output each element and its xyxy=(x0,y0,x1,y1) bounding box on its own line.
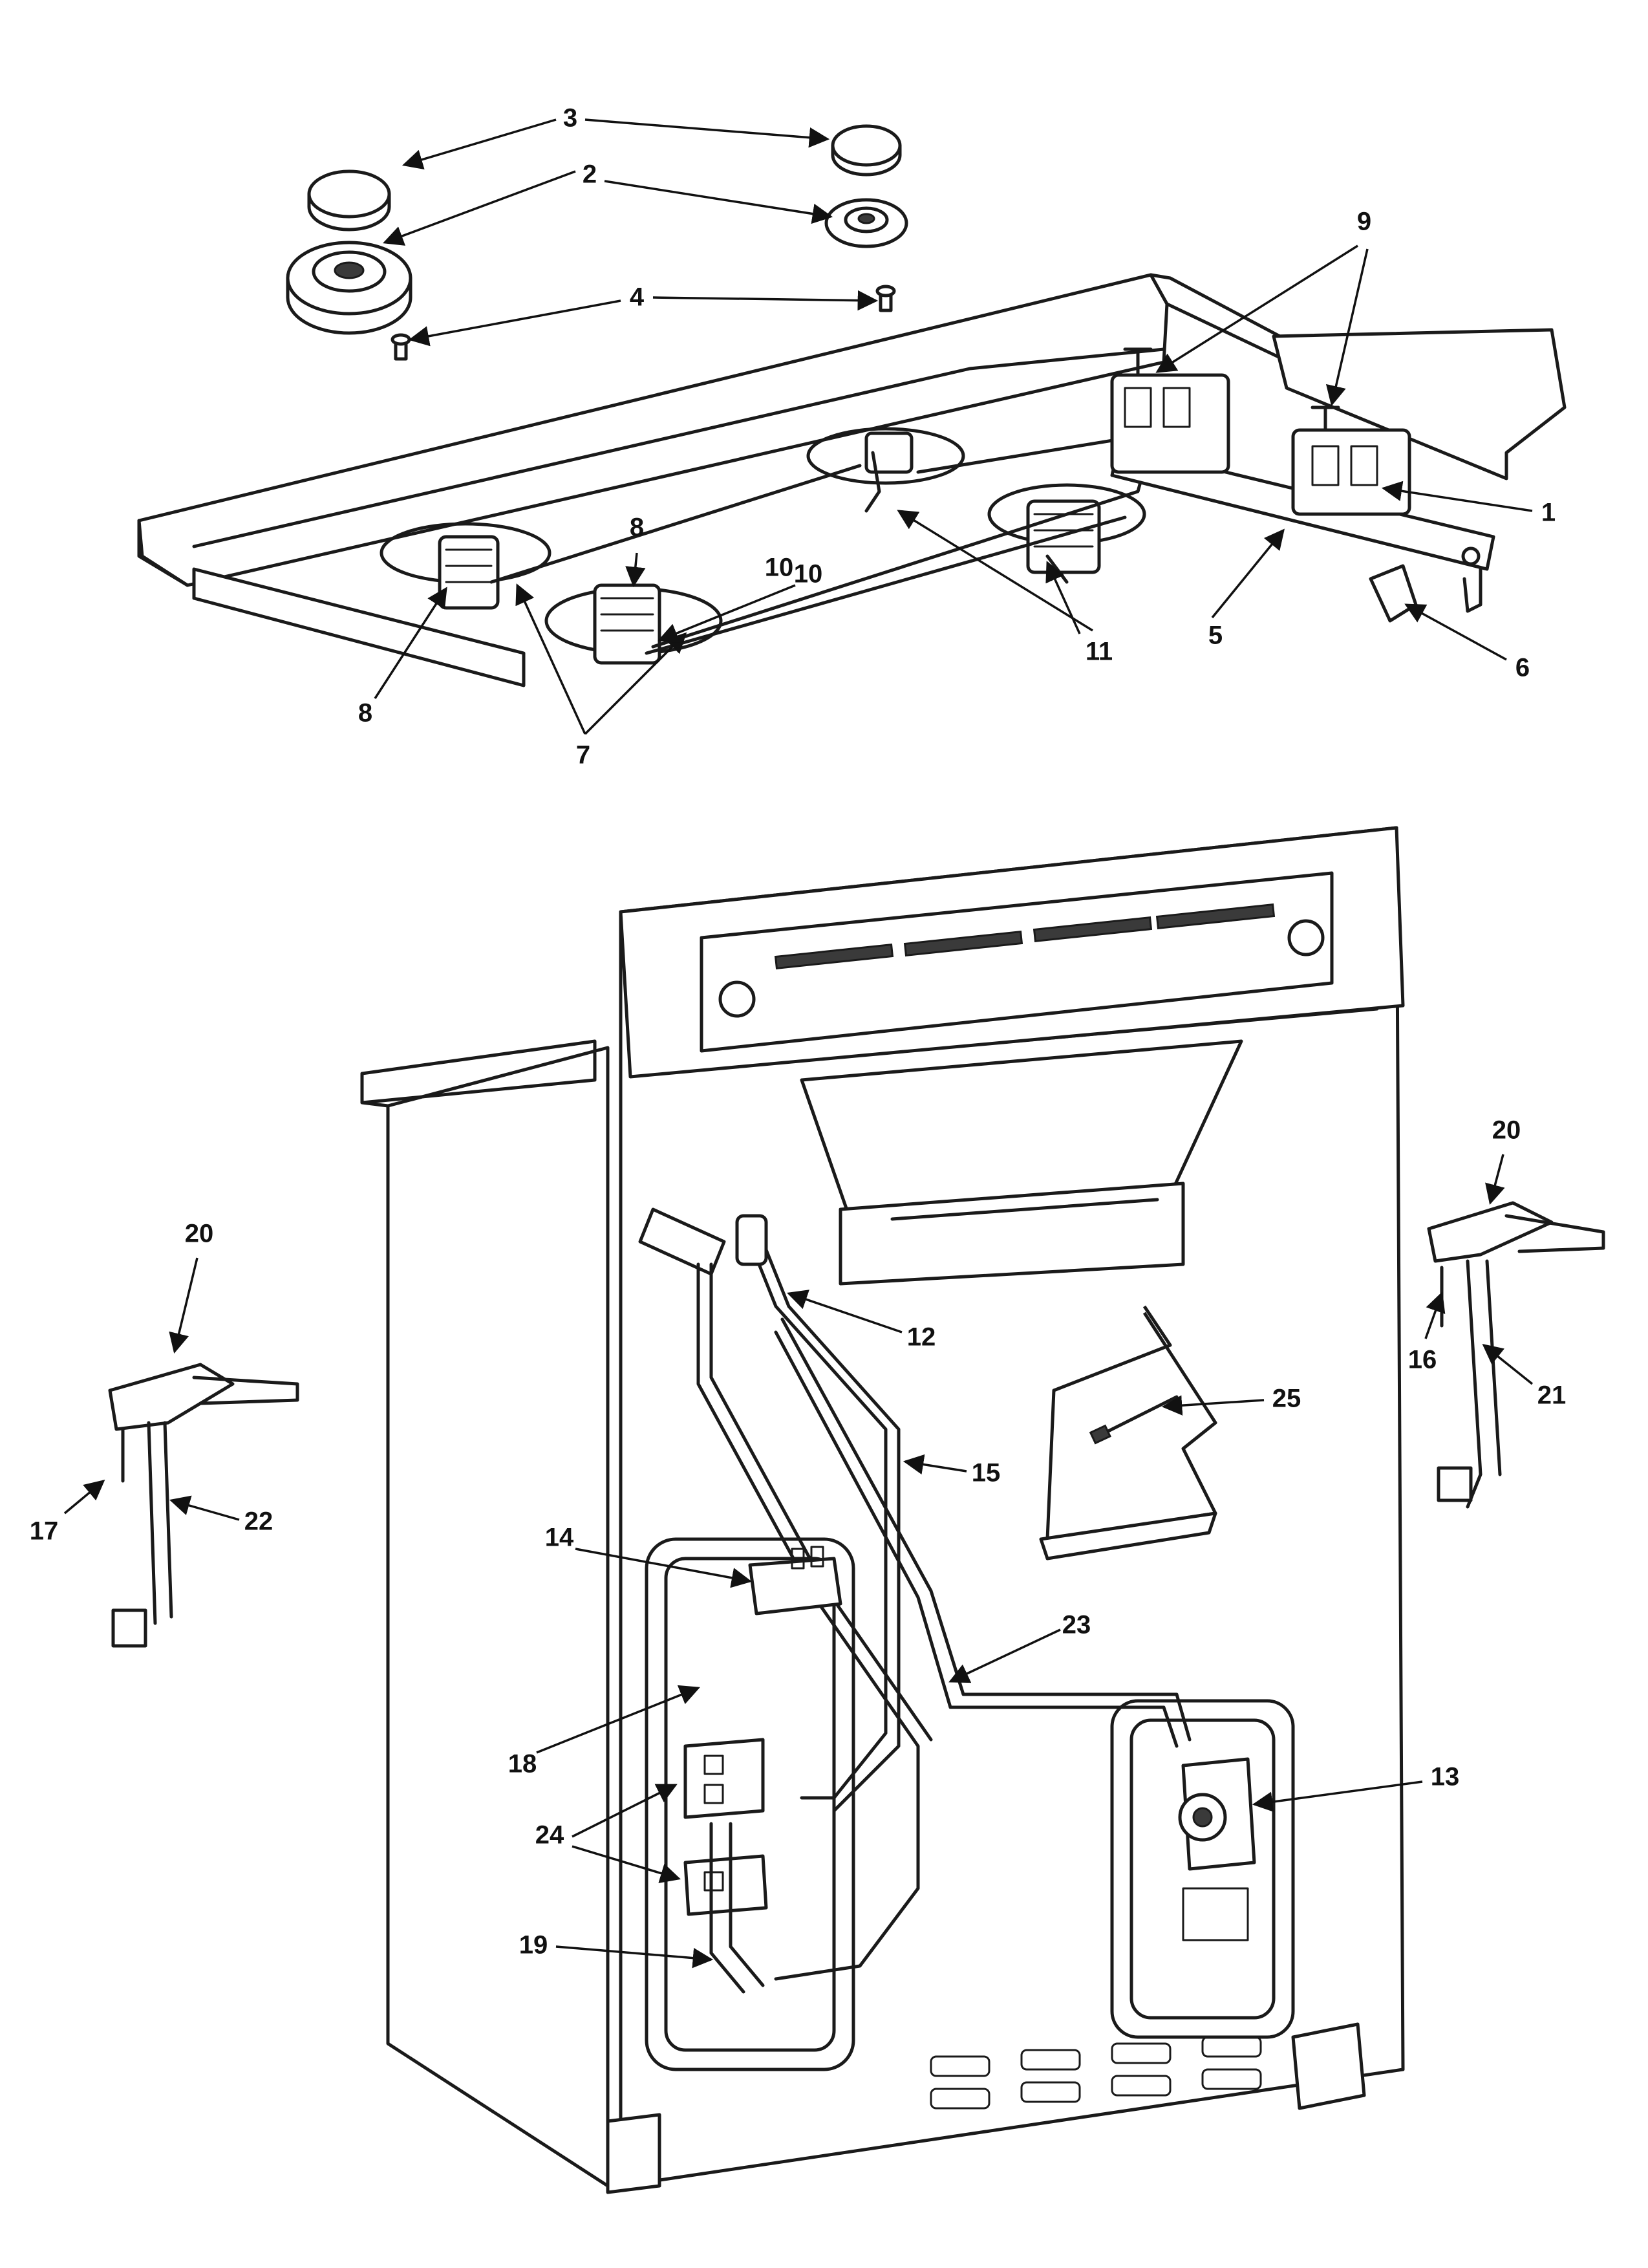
label-8-center: 8 xyxy=(630,513,644,542)
burner-cap-small xyxy=(831,124,902,177)
label-21: 21 xyxy=(1537,1381,1567,1410)
label-9: 9 xyxy=(1357,208,1371,236)
terminal-block xyxy=(748,1546,842,1615)
label-20-left: 20 xyxy=(185,1220,214,1248)
label-24: 24 xyxy=(535,1821,564,1850)
valve-front xyxy=(1291,405,1411,516)
backguard xyxy=(619,826,1405,1079)
label-17: 17 xyxy=(30,1517,59,1546)
burner-base-left-rear xyxy=(438,535,500,610)
label-5: 5 xyxy=(1208,621,1223,650)
burner-head-small xyxy=(824,198,908,248)
label-8-left: 8 xyxy=(358,699,372,728)
label-22: 22 xyxy=(244,1507,273,1536)
burner-base-right-rear xyxy=(864,431,914,474)
label-3: 3 xyxy=(563,104,577,133)
leader-lines xyxy=(63,118,1534,1969)
label-23: 23 xyxy=(1062,1611,1091,1639)
label-6: 6 xyxy=(1515,654,1530,682)
label-15: 15 xyxy=(972,1459,1001,1487)
label-14: 14 xyxy=(545,1524,574,1552)
screw-left xyxy=(391,333,411,361)
label-1: 1 xyxy=(1541,499,1556,527)
label-13: 13 xyxy=(1431,1763,1460,1791)
burner-head-large xyxy=(286,241,412,335)
label-25: 25 xyxy=(1272,1385,1301,1413)
pressure-regulator-tube xyxy=(696,1262,933,1981)
label-10-left: 10 xyxy=(765,554,794,582)
label-2: 2 xyxy=(583,160,597,189)
regulator xyxy=(735,1214,768,1266)
valve-rear xyxy=(1110,347,1230,474)
label-7: 7 xyxy=(576,741,590,770)
oven-electrode-cutout xyxy=(1039,1305,1217,1561)
range-body xyxy=(360,826,1405,2194)
main-gas-tube xyxy=(748,1240,901,1813)
igniter-rear xyxy=(864,451,881,513)
part-labels: 1 2 3 4 5 6 7 8 8 9 10 10 11 12 13 14 15… xyxy=(30,104,1567,1960)
cooktop-assembly xyxy=(137,273,1567,687)
orifice-holder xyxy=(1369,564,1418,623)
label-4: 4 xyxy=(630,283,645,312)
burner-cap-large xyxy=(307,169,391,232)
oven-supply-tube xyxy=(774,1317,1192,1748)
label-10-right: 10 xyxy=(794,560,823,589)
broiler-access-area xyxy=(645,1537,855,2071)
label-12: 12 xyxy=(907,1323,936,1352)
oven-thermostat xyxy=(1178,1757,1256,1941)
label-18: 18 xyxy=(508,1750,537,1778)
label-19: 19 xyxy=(519,1931,548,1960)
label-16: 16 xyxy=(1408,1346,1437,1374)
burner-well-right-rear xyxy=(806,427,965,485)
safety-valve-upper xyxy=(683,1738,765,1819)
label-11: 11 xyxy=(1086,638,1113,666)
oven-access-area xyxy=(1110,1699,1295,2039)
safety-valve-lower xyxy=(683,1854,768,1916)
screw-right xyxy=(875,285,896,312)
broiler-burner-igniter-left xyxy=(108,1363,299,1648)
label-20-right: 20 xyxy=(1492,1116,1521,1145)
oven-burner-igniter-right xyxy=(1427,1201,1605,1509)
burner-base-right-front xyxy=(1026,499,1101,574)
